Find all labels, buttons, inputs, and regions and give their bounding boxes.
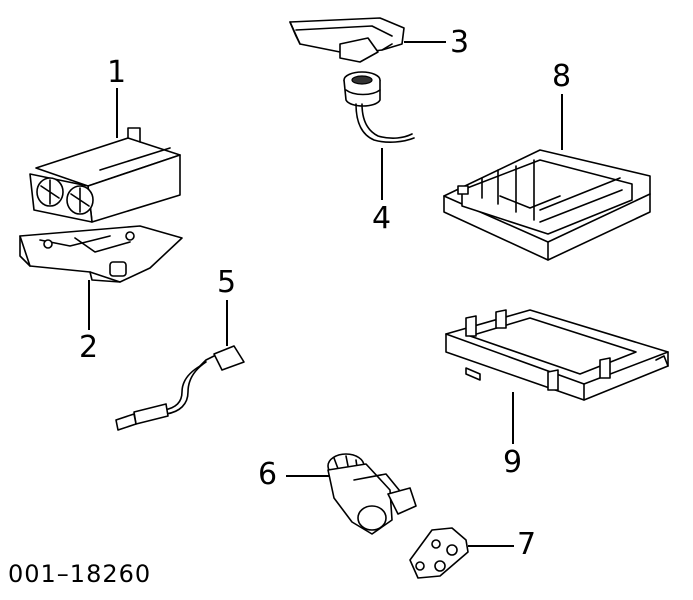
part-1-canister (29, 127, 181, 223)
diagram-code: 001–18260 (8, 560, 152, 588)
callout-3: 3 (450, 25, 470, 60)
part-6-valve (327, 453, 417, 535)
part-8-control-module (443, 149, 651, 261)
part-4-sensor (343, 71, 415, 143)
part-3-connector-bracket (289, 17, 405, 63)
part-9-tray (445, 309, 669, 401)
callout-5: 5 (217, 265, 237, 300)
callout-8: 8 (552, 59, 572, 94)
callout-6: 6 (258, 457, 278, 492)
callout-7: 7 (517, 527, 537, 562)
leader-lines (88, 41, 563, 547)
callout-9: 9 (503, 445, 523, 480)
callout-1: 1 (107, 55, 127, 90)
part-7-gasket (409, 527, 469, 579)
callout-4: 4 (372, 201, 392, 236)
part-2-bracket (19, 225, 183, 283)
part-5-sensor-lead (115, 345, 245, 431)
callout-2: 2 (79, 330, 99, 365)
